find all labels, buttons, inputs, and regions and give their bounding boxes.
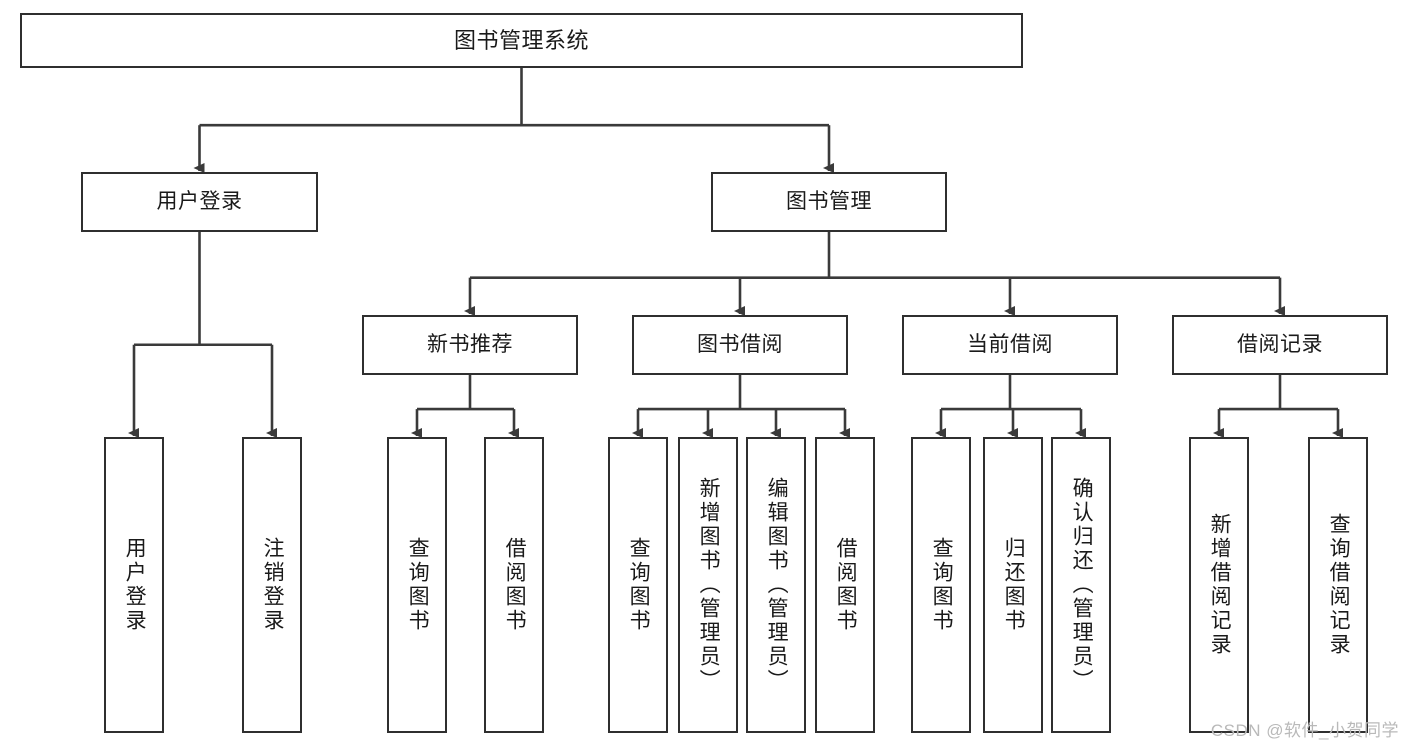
node-label: 编辑图书（管理员） bbox=[765, 477, 789, 693]
leaf-query-book-recommend[interactable]: 查询图书 bbox=[387, 437, 447, 733]
node-label: 图书借阅 bbox=[697, 332, 783, 356]
node-label: 借阅记录 bbox=[1237, 332, 1323, 356]
node-label: 用户登录 bbox=[156, 189, 243, 213]
node-label: 图书管理 bbox=[786, 189, 872, 213]
node-label: 确认归还（管理员） bbox=[1070, 477, 1094, 693]
node-new-book-recommend[interactable]: 新书推荐 bbox=[362, 315, 578, 375]
node-label: 图书管理系统 bbox=[453, 27, 589, 53]
node-label: 查询图书 bbox=[406, 537, 430, 633]
node-label: 查询图书 bbox=[930, 537, 954, 633]
leaf-add-borrow-record[interactable]: 新增借阅记录 bbox=[1189, 437, 1249, 733]
node-label: 借阅图书 bbox=[834, 537, 858, 633]
node-book-management-module[interactable]: 图书管理 bbox=[711, 172, 947, 232]
node-label: 注销登录 bbox=[261, 537, 285, 633]
leaf-confirm-return-admin[interactable]: 确认归还（管理员） bbox=[1051, 437, 1111, 733]
node-label: 借阅图书 bbox=[503, 537, 527, 633]
leaf-query-borrow-record[interactable]: 查询借阅记录 bbox=[1308, 437, 1368, 733]
node-label: 当前借阅 bbox=[967, 332, 1053, 356]
node-label: 新增借阅记录 bbox=[1208, 513, 1232, 657]
leaf-borrow-book-recommend[interactable]: 借阅图书 bbox=[484, 437, 544, 733]
node-label: 新增图书（管理员） bbox=[697, 477, 721, 693]
node-book-borrow[interactable]: 图书借阅 bbox=[632, 315, 848, 375]
leaf-query-book-borrow[interactable]: 查询图书 bbox=[608, 437, 668, 733]
leaf-borrow-book[interactable]: 借阅图书 bbox=[815, 437, 875, 733]
watermark: CSDN @软件_小贺同学 bbox=[1210, 721, 1399, 740]
node-label: 新书推荐 bbox=[427, 332, 513, 356]
node-label: 查询借阅记录 bbox=[1327, 513, 1351, 657]
node-label: 归还图书 bbox=[1002, 537, 1026, 633]
leaf-user-login[interactable]: 用户登录 bbox=[104, 437, 164, 733]
node-user-login-module[interactable]: 用户登录 bbox=[81, 172, 318, 232]
node-borrow-records[interactable]: 借阅记录 bbox=[1172, 315, 1388, 375]
leaf-add-book-admin[interactable]: 新增图书（管理员） bbox=[678, 437, 738, 733]
leaf-logout[interactable]: 注销登录 bbox=[242, 437, 302, 733]
leaf-return-book[interactable]: 归还图书 bbox=[983, 437, 1043, 733]
node-current-borrow[interactable]: 当前借阅 bbox=[902, 315, 1118, 375]
leaf-query-book-current[interactable]: 查询图书 bbox=[911, 437, 971, 733]
node-label: 查询图书 bbox=[627, 537, 651, 633]
node-label: 用户登录 bbox=[123, 537, 147, 633]
node-root[interactable]: 图书管理系统 bbox=[20, 13, 1023, 68]
leaf-edit-book-admin[interactable]: 编辑图书（管理员） bbox=[746, 437, 806, 733]
